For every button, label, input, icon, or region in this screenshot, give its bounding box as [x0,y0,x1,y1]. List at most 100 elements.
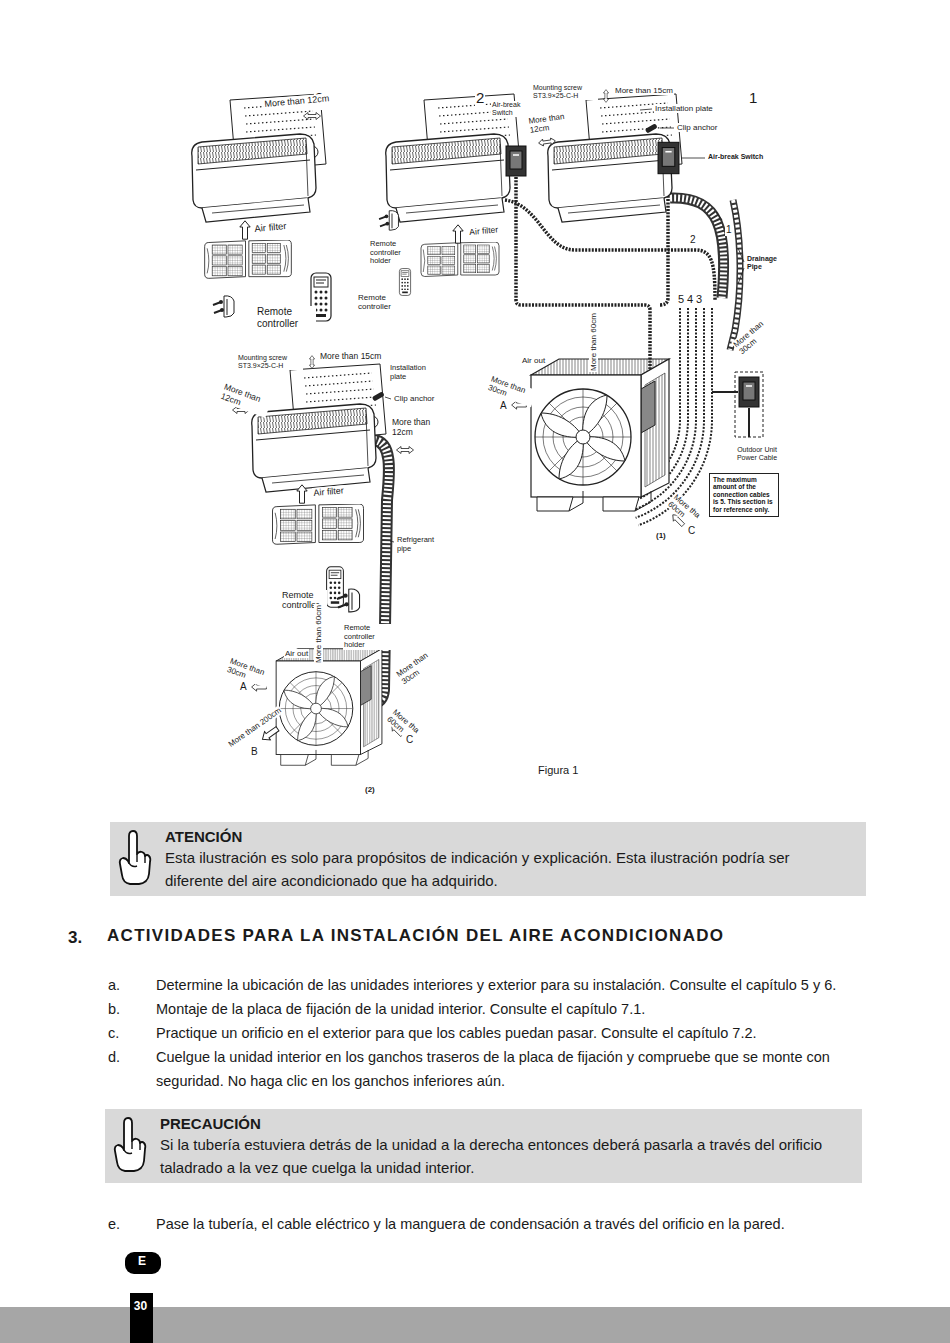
list-marker: d. [107,1045,121,1069]
page-number: 30 [130,1298,151,1314]
air-break-switch [658,142,679,173]
drawing-part [716,212,722,220]
air-filter [273,504,364,544]
drawing-part [390,541,394,542]
callout-number: 1 [748,86,758,110]
dimension-label: More than 30cm [394,647,441,687]
box-heading: PRECAUCIÓN [160,1115,840,1133]
dimension-arrow [538,137,556,146]
dimension-label: More than 15cm [614,86,674,95]
box-heading: ATENCIÓN [165,828,844,846]
dimension-arrow [309,356,314,369]
remote-controller [327,567,344,607]
list-marker: e. [107,1212,121,1236]
direction-letter: B [250,746,259,758]
part-label: Air out [521,356,546,365]
part-label: Installation plate [389,364,435,381]
list-marker: a. [107,973,121,997]
dimension-label: More than 60cm [589,312,598,372]
section-heading: ACTIVIDADES PARA LA INSTALACIÓN DEL AIRE… [107,926,724,946]
direction-letter: A [239,681,248,693]
dimension-label: More than 15cm [319,352,382,362]
text-area: ATENCIÓNEsta ilustración es solo para pr… [165,828,844,892]
dimension-label: More than 12cm [391,418,441,438]
part-label: Air-break Switch [707,153,764,161]
direction-letter: C [405,734,414,746]
figure-caption: Figura 1 [538,764,578,777]
drawing-part [670,198,724,298]
part-label: Clip anchor [393,394,435,403]
clip-anchor [372,391,385,401]
part-label: Remote controller [357,293,399,311]
hand-icon [111,1117,147,1173]
dimension-label: More than 60cm [314,604,323,664]
language-tab: E [125,1252,161,1274]
remote-holder [379,211,398,231]
list-marker: c. [107,1021,120,1045]
part-label: Outdoor Unit Power Cable [729,446,785,462]
text-area: PRECAUCIÓNSi la tubería estuviera detrás… [160,1115,840,1179]
drawing-part [385,397,391,399]
part-label: Refrigerant pipe [396,536,440,553]
clip-anchor [645,123,658,133]
cables [372,176,749,704]
callout-number: 3 [695,293,703,306]
dimension-label: More than 30cm [486,374,537,408]
indoor-unit [252,364,386,492]
heading-number: 3. [67,926,83,950]
note-text: The maximum amount of the connection cab… [713,476,775,513]
part-label: Clip anchor [676,123,718,132]
drawing-part [640,109,652,110]
text-area: E [125,1252,159,1270]
air-filter [421,242,499,277]
dimension-label: More than 12cm [527,111,573,135]
drawing-part [670,198,724,298]
drawing-part [730,200,740,350]
callout-number: 1 [725,224,733,236]
outdoor-unit [531,359,669,511]
hand-icon [115,1118,146,1171]
remote-controller [399,269,410,296]
part-label: Mounting screw ST3.9×25-C-H [532,84,598,100]
part-label: Mounting screw ST3.9×25-C-H [237,354,303,370]
indoor-unit [192,94,326,222]
page-number-box: 30 [130,1293,153,1343]
text-area: 30 [130,1298,151,1314]
direction-letter: A [499,400,508,412]
outdoor-unit [276,649,382,766]
remote-holder [337,589,360,612]
text-area: The maximum amount of the connection cab… [713,476,775,513]
part-label: Air filter [468,225,500,237]
box-body: Esta ilustración es solo para propósitos… [165,846,844,892]
caution-box: PRECAUCIÓNSi la tubería estuviera detrás… [105,1109,862,1183]
drawing-part [730,200,740,350]
drawing-part [748,408,750,437]
list-text: Practique un orificio en el exterior par… [155,1021,872,1045]
list-text: Cuelgue la unidad interior en los gancho… [155,1045,872,1093]
leader-lines [385,109,744,542]
dimension-arrow [603,90,608,103]
figure-number: (1) [655,531,667,540]
air-break-switch [506,146,526,176]
air-filter [205,240,292,278]
hand-icon [120,831,151,884]
callout-number: 2 [689,234,697,246]
direction-arrow [453,225,463,243]
direction-letter: C [687,525,696,537]
tab-letter: E [125,1252,159,1270]
drawing-part [682,158,705,159]
figure-number: (2) [364,785,376,794]
direction-arrow [297,485,307,503]
part-label: Air filter [253,221,288,235]
hand-icon [116,830,152,886]
part-label: Installation plate [654,104,714,113]
remote-holder [213,296,234,317]
drawing-part [712,391,738,393]
note-box: The maximum amount of the connection cab… [709,473,779,517]
part-label: Drainage Pipe [746,255,784,271]
drawing-part [738,248,744,284]
callout-number: 5 [677,293,685,306]
part-label: Air out [284,649,309,658]
dimension-arrow [304,113,321,120]
